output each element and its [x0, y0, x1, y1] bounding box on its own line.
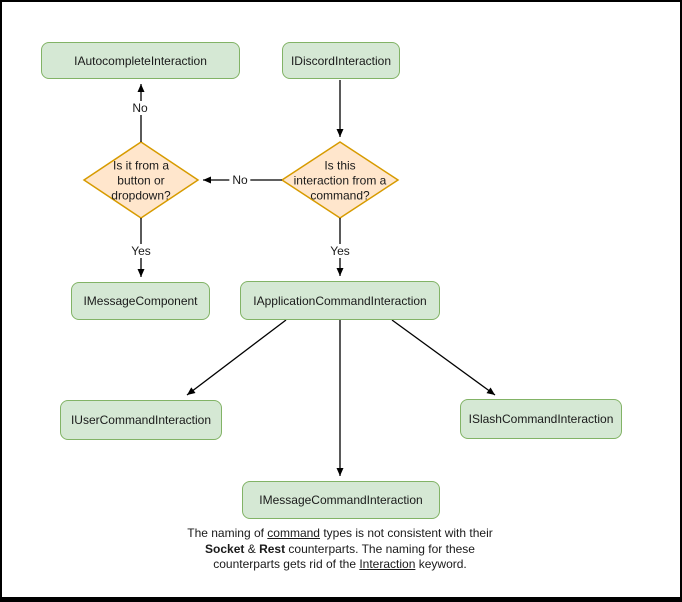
- note-line-1: The naming of command types is not consi…: [187, 526, 493, 540]
- edge-application-command-to-user-command: [186, 319, 287, 396]
- edge-label-no-across: No: [229, 173, 251, 187]
- node-islash-command-interaction: ISlashCommandInteraction: [460, 399, 622, 439]
- edge-application-command-to-slash-command: [391, 319, 496, 396]
- note-line-2: Socket & Rest counterparts. The naming f…: [205, 541, 475, 556]
- node-imessage-component: IMessageComponent: [71, 282, 210, 320]
- node-iapplication-command-interaction: IApplicationCommandInteraction: [240, 281, 440, 320]
- decision-from-command-label: Is this interaction from a command?: [293, 158, 387, 203]
- edge-label-yes-right: Yes: [327, 244, 353, 258]
- decision-button-dropdown-label: Is it from a button or dropdown?: [111, 158, 171, 203]
- node-idiscord-interaction: IDiscordInteraction: [282, 42, 400, 79]
- node-iuser-command-interaction: IUserCommandInteraction: [60, 400, 222, 440]
- note-line-3: counterparts gets rid of the Interaction…: [213, 557, 467, 571]
- edge-label-no-up: No: [129, 101, 151, 115]
- node-imessage-command-interaction: IMessageCommandInteraction: [242, 481, 440, 519]
- node-iautocomplete-interaction: IAutocompleteInteraction: [41, 42, 240, 79]
- edge-label-yes-left: Yes: [128, 244, 154, 258]
- note-text: The naming of command types is not consi…: [130, 526, 550, 573]
